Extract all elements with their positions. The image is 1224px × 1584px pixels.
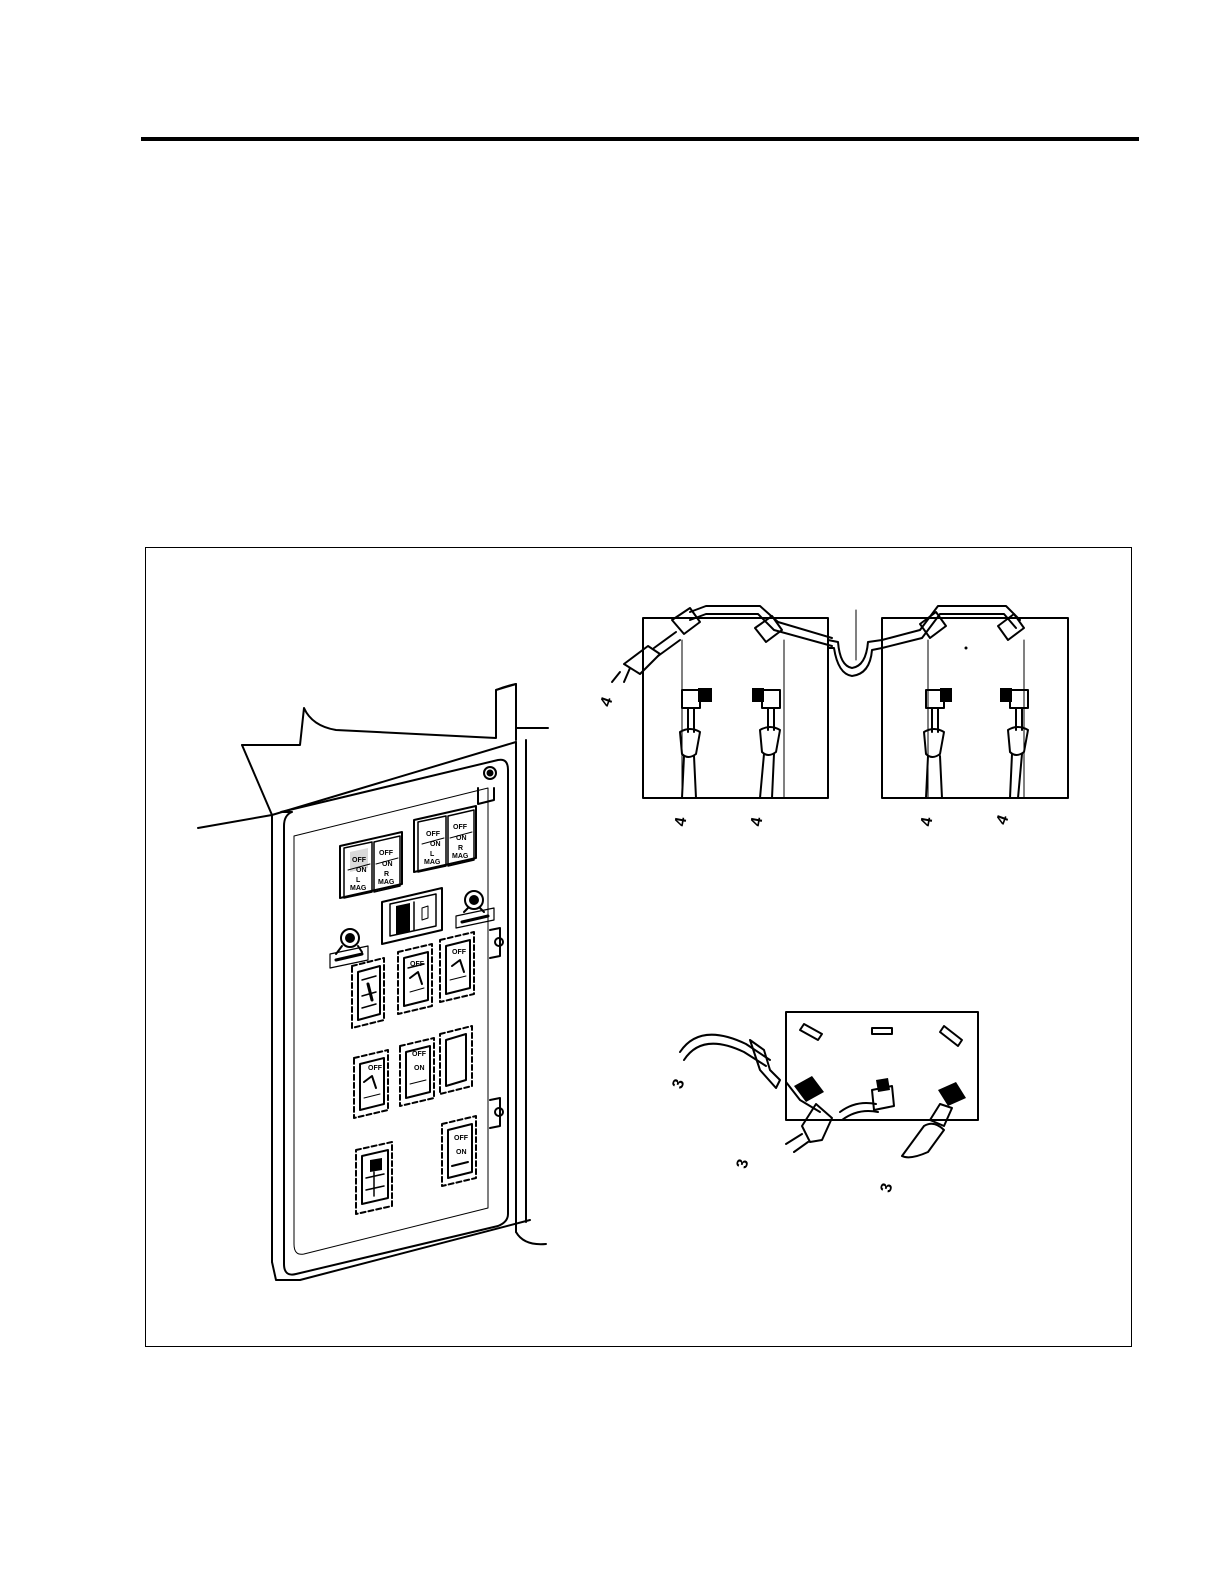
- battery-pair: [612, 606, 1068, 798]
- callout-number: 3: [878, 1181, 897, 1194]
- battery-right: [882, 606, 1068, 798]
- switch-label-off: OFF: [454, 1135, 469, 1142]
- battery-left: [612, 606, 832, 798]
- rocker-switch[interactable]: [352, 958, 384, 1028]
- callout-number: 3: [734, 1157, 753, 1170]
- rocker-switch[interactable]: OFF: [440, 932, 474, 1002]
- switch-label-on: ON: [382, 861, 393, 868]
- callout-number: 3: [669, 1077, 688, 1091]
- switch-label-l: L: [430, 851, 435, 858]
- switch-label-l: L: [356, 877, 361, 884]
- switch-label-mag: MAG: [452, 853, 469, 860]
- blank-switch-slot: [440, 1026, 472, 1094]
- switch-label-off: OFF: [453, 824, 468, 831]
- switch-label-r: R: [458, 845, 463, 852]
- rocker-switch[interactable]: OFF: [354, 1050, 388, 1118]
- switch-label-on: ON: [456, 835, 467, 842]
- mag-switch-left[interactable]: OFF OFF ON ON L R MAG MAG: [340, 832, 402, 898]
- switch-label-on: ON: [356, 867, 367, 874]
- callout-number: 4: [672, 816, 690, 828]
- switch-label-off: OFF: [352, 857, 367, 864]
- switch-label-off: OFF: [412, 1051, 427, 1058]
- switch-label-on: ON: [430, 841, 441, 848]
- switch-label-off: OFF: [410, 961, 425, 968]
- switch-label-on: ON: [456, 1149, 467, 1156]
- mag-switch-right[interactable]: OFF OFF ON ON L R MAG MAG: [414, 806, 476, 872]
- callout-number: 4: [748, 816, 766, 828]
- switch-label-r: R: [384, 871, 389, 878]
- switch-label-on: ON: [414, 1065, 425, 1072]
- rocker-switch[interactable]: OFF ON: [400, 1038, 434, 1106]
- switch-label-mag: MAG: [350, 885, 367, 892]
- switch-label-off: OFF: [379, 850, 394, 857]
- switch-label-mag: MAG: [424, 859, 441, 866]
- callout-number: 4: [918, 816, 936, 828]
- rocker-switch[interactable]: OFF ON: [442, 1116, 476, 1186]
- rocker-switch[interactable]: OFF: [398, 944, 432, 1014]
- callout-number: 4: [597, 695, 616, 709]
- switch-label-off: OFF: [452, 949, 467, 956]
- switch-panel-assembly: OFF OFF ON ON L R MAG MAG OFF OFF ON ON …: [198, 684, 548, 1280]
- switch-label-mag: MAG: [378, 879, 395, 886]
- battery-single: [680, 1012, 978, 1157]
- switch-label-off: OFF: [426, 831, 441, 838]
- callout-number: 4: [993, 813, 1012, 827]
- starter-switch[interactable]: [382, 888, 442, 944]
- switch-label-off: OFF: [368, 1065, 383, 1072]
- toggle-knob-left[interactable]: [330, 929, 368, 968]
- rocker-switch[interactable]: [356, 1142, 392, 1214]
